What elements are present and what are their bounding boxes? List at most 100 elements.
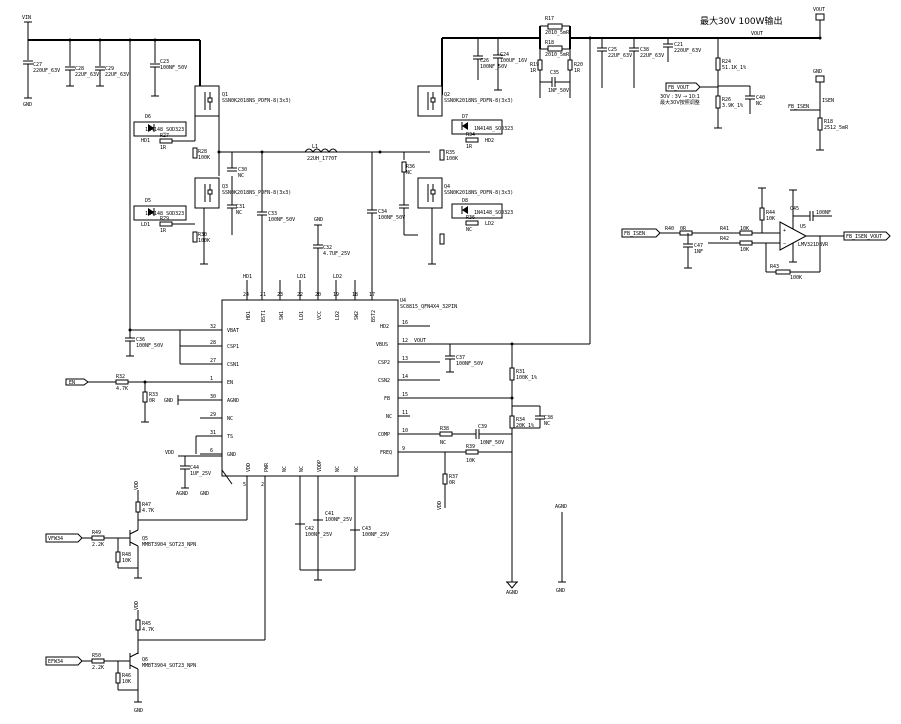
pin-right-0-name: HD2 bbox=[380, 324, 389, 330]
snubber-c36: R36 NC bbox=[399, 152, 418, 236]
pin-left-2-name: CSN1 bbox=[227, 362, 239, 368]
r50-ref: R50 bbox=[92, 653, 101, 659]
gnd-label-vdd: GND bbox=[200, 491, 209, 497]
c25-ref: C25 bbox=[608, 47, 617, 53]
d6-ref: D6 bbox=[145, 114, 151, 120]
vout-terminal: VOUT 最大30V 100W输出 bbox=[700, 7, 825, 40]
pin-left-4-num: 30 bbox=[210, 394, 216, 400]
opamp-minus: − bbox=[783, 241, 786, 247]
agnd-tie: GND bbox=[164, 395, 179, 405]
r46-ref: R46 bbox=[122, 673, 131, 679]
top-net-ld1: LD1 bbox=[297, 274, 306, 280]
q6-gnd-label: GND bbox=[134, 708, 143, 714]
ld1-net: LD1 bbox=[141, 222, 150, 228]
bottom-caps: C41 100NF_25V C42 100NF_25V C43 100NF_25… bbox=[295, 511, 389, 581]
c32-val: 4.7UF_25V bbox=[323, 251, 350, 257]
c40-ref: C40 bbox=[756, 95, 765, 101]
pin-left-0-name: VBAT bbox=[227, 328, 239, 334]
comp-network: R38 NC C39 10NF_50V R39 10K R37 0R VDD bbox=[437, 424, 512, 510]
pin-top-7-num: 17 bbox=[369, 292, 375, 298]
r40-val: 0R bbox=[680, 226, 687, 232]
fb-vout-net: FB_VOUT bbox=[668, 85, 689, 91]
input-capacitor-c29: C29 22UF_63V bbox=[95, 40, 129, 87]
q5-ref: Q5 bbox=[142, 536, 148, 542]
freq-vdd-label: VDD bbox=[437, 501, 443, 510]
u5-ref: U5 bbox=[800, 224, 806, 230]
pin-top-2-num: 23 bbox=[277, 292, 283, 298]
mosfet-q4: Q4 SSN0K2018NS_PDFN-8(3x3) bbox=[417, 177, 513, 209]
c39-val: 10NF_50V bbox=[480, 440, 504, 446]
pin-top-1-name: BST1 bbox=[261, 310, 267, 322]
sense-filter: R19 1R R20 1R C35 1NF_50V bbox=[530, 49, 583, 98]
bootstrap-cap-c33: C33 100NF_50V bbox=[257, 152, 295, 300]
c37-val: 100NF_50V bbox=[456, 361, 483, 367]
r35-ref: R35 bbox=[446, 150, 455, 156]
vin-to-vbat-wire bbox=[68, 38, 157, 330]
r49-val: 2.2K bbox=[92, 542, 104, 548]
r19-ref: R19 bbox=[530, 62, 539, 68]
vfw-transistor-q5: VDD R47 4.7K VFW34 R49 2.2K Q5 MMBT3904_… bbox=[45, 481, 247, 579]
pin-bottom-2-name: NC bbox=[282, 466, 288, 472]
fb-isen-net: FB_ISEN bbox=[788, 104, 809, 110]
r32-ref: R32 bbox=[116, 374, 125, 380]
pin-right-2-name: CSP2 bbox=[378, 360, 390, 366]
c27-ref: C27 bbox=[33, 62, 42, 68]
current-sense-resistors: R17 2010_5mR R18 2010_5mR bbox=[539, 16, 820, 58]
l1-ref: L1 bbox=[312, 144, 318, 150]
r17-ref: R17 bbox=[545, 16, 554, 22]
pin-bottom-6-name: NC bbox=[354, 466, 360, 472]
pin-bottom-1-num: 2 bbox=[261, 482, 264, 488]
gnd-label: GND bbox=[23, 102, 32, 108]
c21-ref: C21 bbox=[674, 42, 683, 48]
c35-val: 1NF_50V bbox=[548, 88, 569, 94]
c47-val: 1NF bbox=[694, 249, 703, 255]
r38-ref: R38 bbox=[440, 426, 449, 432]
c31-ref: C31 bbox=[236, 204, 245, 210]
c34-ref: C34 bbox=[378, 209, 387, 215]
output-caps-left: C26 100NF_50V C24 100UF_16V bbox=[473, 38, 527, 91]
r43-ref: R43 bbox=[770, 264, 779, 270]
divider-ratio-note: 30V : 3V → 10:1 bbox=[660, 94, 700, 100]
r28-ref: R28 bbox=[198, 149, 207, 155]
vbus-to-vout bbox=[588, 36, 592, 344]
c27-val: 220UF_63V bbox=[33, 68, 60, 74]
q1-ref: Q1 bbox=[222, 92, 228, 98]
efw-net: EFW34 bbox=[48, 659, 63, 665]
q6-ref: Q6 bbox=[142, 657, 148, 663]
pin-right-2-num: 13 bbox=[402, 356, 408, 362]
r41-val: 10K bbox=[740, 226, 749, 232]
q1-gate-network: D6 1N4148_SOD323 R27 1R HD1 R28 100K bbox=[133, 114, 210, 161]
c30-ref: C30 bbox=[238, 167, 247, 173]
divider-adjust-note: 最大30V按照调整 bbox=[660, 99, 700, 106]
u5-part: LMV321DBVR bbox=[798, 242, 829, 248]
pin-right-3-name: CSN2 bbox=[378, 378, 390, 384]
c23-ref: C23 bbox=[160, 59, 169, 65]
pin-top-7-name: BST2 bbox=[371, 310, 377, 322]
r39-ref: R39 bbox=[466, 444, 475, 450]
r34-val: 1R bbox=[466, 144, 473, 150]
pin-right-5-num: 11 bbox=[402, 410, 408, 416]
r29-val: 1R bbox=[160, 228, 167, 234]
pin-top-6-name: SW2 bbox=[354, 311, 360, 320]
en-net: EN bbox=[69, 380, 75, 386]
pin-bottom-1-name: PWR bbox=[264, 462, 270, 472]
r41-ref: R41 bbox=[720, 226, 729, 232]
c43-val: 100NF_25V bbox=[362, 532, 389, 538]
pin-top-4-num: 20 bbox=[315, 292, 321, 298]
c32-ref: C32 bbox=[323, 245, 332, 251]
pin-top-3-name: LD1 bbox=[299, 311, 305, 320]
c33-ref: C33 bbox=[268, 211, 277, 217]
pin-right-6-num: 10 bbox=[402, 428, 408, 434]
d6-part: 1N4148_SOD323 bbox=[145, 127, 184, 133]
efw-transistor-q6: VDD R45 4.7K EFW34 R50 2.2K Q6 MMBT3904_… bbox=[45, 601, 265, 714]
csp2-cap-c37: C37 100NF_50V bbox=[445, 344, 483, 373]
r44-ref: R44 bbox=[766, 210, 775, 216]
c44-ref: C44 bbox=[190, 465, 199, 471]
pin-bottom-0-name: VDD bbox=[246, 463, 252, 472]
pin-left-5-num: 29 bbox=[210, 412, 216, 418]
c26-ref: C26 bbox=[480, 58, 489, 64]
agnd-flag-gnd: GND bbox=[556, 588, 565, 594]
r18b-ref: R18 bbox=[824, 119, 833, 125]
r29-ref: R29 bbox=[160, 216, 169, 222]
